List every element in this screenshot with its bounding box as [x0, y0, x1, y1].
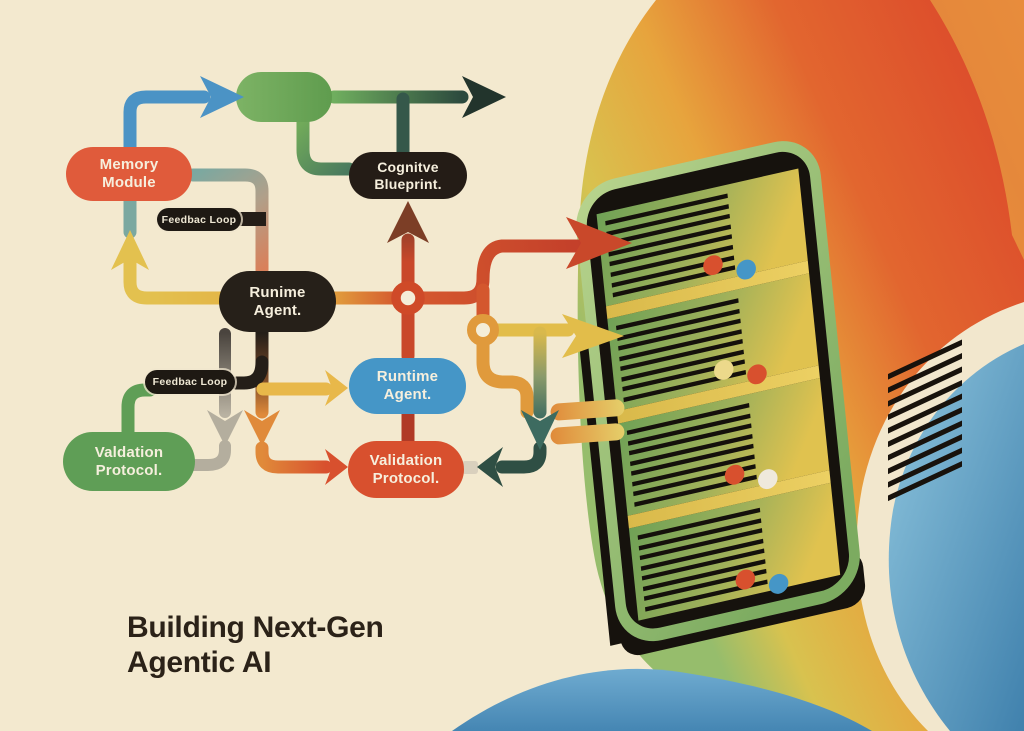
poster-title: Building Next-Gen Agentic AI [127, 611, 384, 680]
node-cognitive-blueprint: Cognitve Blueprint. [349, 152, 467, 199]
node-validation-protocol-red: Validation Protocol. [348, 441, 464, 498]
line-horizontal-yellow [123, 255, 405, 305]
up-arrow-memory-icon [111, 230, 149, 270]
feedback-loop-tag-top: Feedbac Loop [157, 208, 241, 231]
flow-arrows [111, 76, 632, 487]
node-runtime-agent-blue: Runtime Agent. [349, 358, 466, 414]
bay4-light-1 [735, 569, 756, 590]
bay3-light-1 [724, 464, 745, 485]
junction-ring-2 [467, 314, 499, 346]
blank-green-pill [236, 72, 332, 122]
pale-stub [462, 461, 478, 474]
side-vent-stripes [888, 339, 962, 502]
dark-arrow-icon [462, 76, 506, 118]
blue-arrow-icon [200, 76, 244, 118]
bottom-wave [452, 668, 872, 731]
bay1-light-1 [703, 255, 723, 276]
bay2-light-2 [747, 364, 767, 385]
server-plug-arrow-1-icon [566, 217, 632, 269]
bay2-light-1 [714, 360, 734, 380]
left-arrow-icon [477, 447, 503, 487]
down-arrow-gray-icon [207, 410, 243, 446]
down-arrow-orange-icon [244, 410, 280, 446]
highlight-streak [930, 0, 1024, 260]
flow-lines [121, 90, 589, 474]
bay1-light-2 [736, 259, 756, 280]
bay3-light-2 [758, 469, 778, 490]
right-arrow-yellow-icon [325, 370, 348, 406]
right-arrow-red-icon [325, 449, 348, 485]
node-validation-protocol-green: Valdation Protocol. [63, 432, 195, 491]
server-plug-arrow-2-icon [562, 314, 624, 358]
line-memory-to-runtime [186, 168, 269, 277]
tag-connector [236, 212, 266, 226]
up-arrow-cognitive-icon [387, 201, 429, 243]
line-memory-to-pill [123, 90, 211, 159]
bay4-light-2 [768, 573, 789, 594]
feedback-loop-tag-bottom: Feedbac Loop [145, 370, 235, 394]
line-pill-to-cognitive [296, 115, 356, 176]
node-memory-module: Memory Module [66, 147, 192, 201]
junction-ring-1 [391, 281, 425, 315]
down-arrow-teal-icon [521, 410, 559, 450]
node-runtime-agent-dark: Runime Agent. [219, 271, 336, 332]
bay-vents [605, 193, 768, 612]
line-to-server-bay1 [411, 239, 589, 305]
server-plug-bars-icon [550, 399, 625, 445]
server-front-face [576, 141, 866, 656]
